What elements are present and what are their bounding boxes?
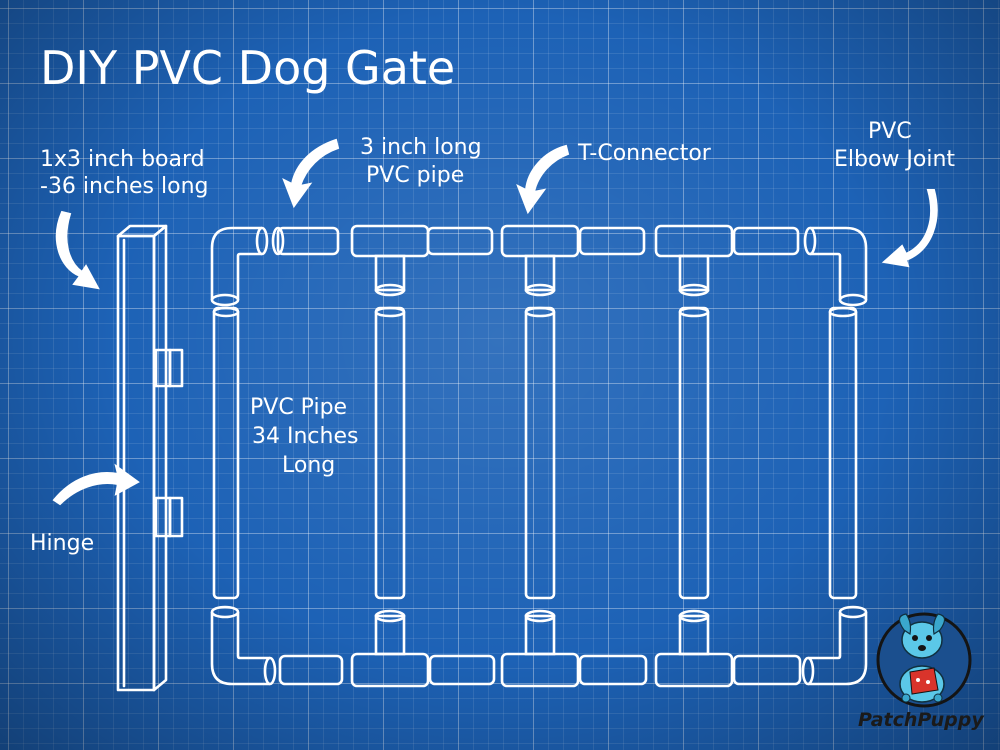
short-pipe-label-line2: PVC pipe	[366, 163, 464, 188]
short-pipe-bottom-4	[732, 654, 802, 686]
wooden-board	[116, 224, 168, 692]
t-connector-arrow-icon	[516, 144, 570, 215]
hinge-label: Hinge	[30, 531, 94, 556]
long-pipe-label-line3: Long	[282, 453, 335, 478]
t-connector-top-3	[654, 224, 734, 297]
short-pipe-bottom-3	[578, 654, 648, 686]
long-pipe-1	[212, 306, 240, 600]
short-pipe-arrow-icon	[282, 138, 340, 209]
long-pipe-3	[524, 306, 556, 600]
logo-text: PatchPuppy	[858, 709, 985, 731]
t-connector-label: T-Connector	[577, 141, 712, 166]
elbow-label-line2: Elbow Joint	[834, 147, 955, 172]
hinge-arrow-icon	[52, 463, 140, 506]
hinge-lower	[154, 496, 184, 538]
board-arrow-icon	[55, 210, 100, 290]
elbow-joint-top-right	[803, 226, 868, 307]
long-pipe-label: PVC Pipe 34 Inches Long	[250, 395, 358, 478]
elbow-arrow-icon	[881, 189, 938, 268]
short-pipe-label-line1: 3 inch long	[360, 135, 482, 160]
elbow-joint-bottom-left	[210, 605, 277, 686]
board-label-line1: 1x3 inch board	[40, 147, 205, 172]
t-connector-bottom-3	[654, 609, 734, 688]
hinge-upper	[154, 348, 184, 388]
long-pipe-4	[678, 306, 710, 600]
elbow-label-line1: PVC	[868, 119, 912, 144]
long-pipe-label-line1: PVC Pipe	[250, 395, 347, 420]
t-connector-bottom-1	[350, 609, 430, 688]
elbow-joint-top-left	[210, 226, 269, 307]
long-pipe-2	[374, 306, 406, 600]
short-pipe-top-3	[578, 226, 646, 256]
short-pipe-bottom-2	[428, 654, 496, 686]
long-pipe-label-line2: 34 Inches	[252, 424, 358, 449]
page-title: DIY PVC Dog Gate	[40, 41, 455, 95]
patch-puppy-logo: PatchPuppy	[858, 612, 985, 731]
short-pipe-top-1	[271, 226, 340, 256]
t-connector-bottom-2	[500, 609, 580, 688]
t-connector-top-2	[500, 224, 580, 297]
elbow-joint-label: PVC Elbow Joint	[834, 119, 955, 172]
short-pipe-label: 3 inch long PVC pipe	[360, 135, 482, 188]
short-pipe-top-2	[426, 226, 494, 256]
dog-mascot-icon	[898, 613, 946, 703]
elbow-joint-bottom-right	[801, 605, 868, 686]
long-pipe-5	[828, 306, 858, 600]
t-connector-top-1	[350, 224, 430, 297]
short-pipe-bottom-1	[278, 654, 344, 686]
short-pipe-top-4	[732, 226, 800, 256]
board-label-line2: -36 inches long	[40, 174, 209, 199]
board-label: 1x3 inch board -36 inches long	[40, 147, 209, 199]
